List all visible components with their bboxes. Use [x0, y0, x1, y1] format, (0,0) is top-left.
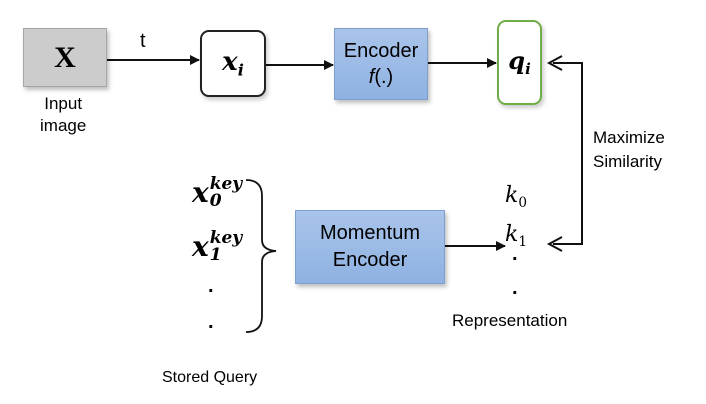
similarity-bracket	[553, 62, 583, 245]
augmented-sample-symbol: xi	[222, 47, 244, 80]
stored-key-0-sup: key	[209, 174, 243, 194]
augmented-sub: i	[237, 60, 244, 80]
similarity-label: Maximize Similarity	[593, 126, 665, 174]
augmented-sample-box: xi	[200, 30, 266, 97]
similarity-arrowhead-bottom	[546, 236, 563, 252]
stored-keys-brace	[245, 179, 277, 333]
stored-key-1-base: x	[192, 230, 209, 263]
query-box: qi	[497, 20, 542, 105]
encoder-box: Encoder f(.)	[334, 28, 428, 100]
input-symbol: X	[54, 40, 76, 74]
encoder-function: f(.)	[369, 64, 393, 90]
input-label-line2: image	[40, 116, 87, 135]
key-0-sub: 0	[518, 194, 528, 211]
key-0-base: k	[505, 183, 519, 208]
stored-ellipsis-dot-1: .	[208, 275, 214, 297]
stored-query-label: Stored Query	[162, 369, 258, 386]
query-base: q	[508, 46, 526, 76]
key-1-base: k	[505, 222, 519, 247]
input-image-box: X	[23, 28, 107, 87]
momentum-encoder-line2: Encoder	[332, 249, 408, 271]
stored-key-1-sub: 1	[209, 245, 222, 265]
key-ellipsis-dot-1: .	[512, 243, 518, 265]
key-1-sub: 1	[518, 233, 528, 250]
momentum-encoder-box: Momentum Encoder	[295, 210, 445, 284]
encoder-func-arg: (.)	[374, 66, 394, 88]
stored-key-0-sub: 0	[209, 191, 222, 211]
similarity-line1: Maximize	[593, 128, 665, 147]
encoder-title: Encoder	[343, 40, 419, 62]
key-0: k0	[505, 183, 527, 211]
stored-key-0-base: x	[192, 176, 209, 209]
similarity-arrowhead-top	[546, 55, 563, 71]
similarity-line2: Similarity	[593, 152, 662, 171]
encoder-func-name: f	[368, 66, 375, 88]
input-label-line1: Input	[44, 94, 83, 113]
augmented-base: x	[222, 47, 238, 78]
transform-label: t	[140, 30, 146, 52]
momentum-encoder-line1: Momentum	[319, 222, 421, 244]
stored-ellipsis-dot-2: .	[208, 311, 214, 333]
input-image-label: Input image	[40, 93, 86, 137]
representation-label: Representation	[452, 311, 568, 330]
query-sub: i	[525, 60, 531, 79]
key-ellipsis-dot-2: .	[512, 277, 518, 299]
key-1: k1	[505, 222, 527, 250]
stored-key-1-sup: key	[209, 228, 243, 248]
query-symbol: qi	[508, 46, 530, 78]
